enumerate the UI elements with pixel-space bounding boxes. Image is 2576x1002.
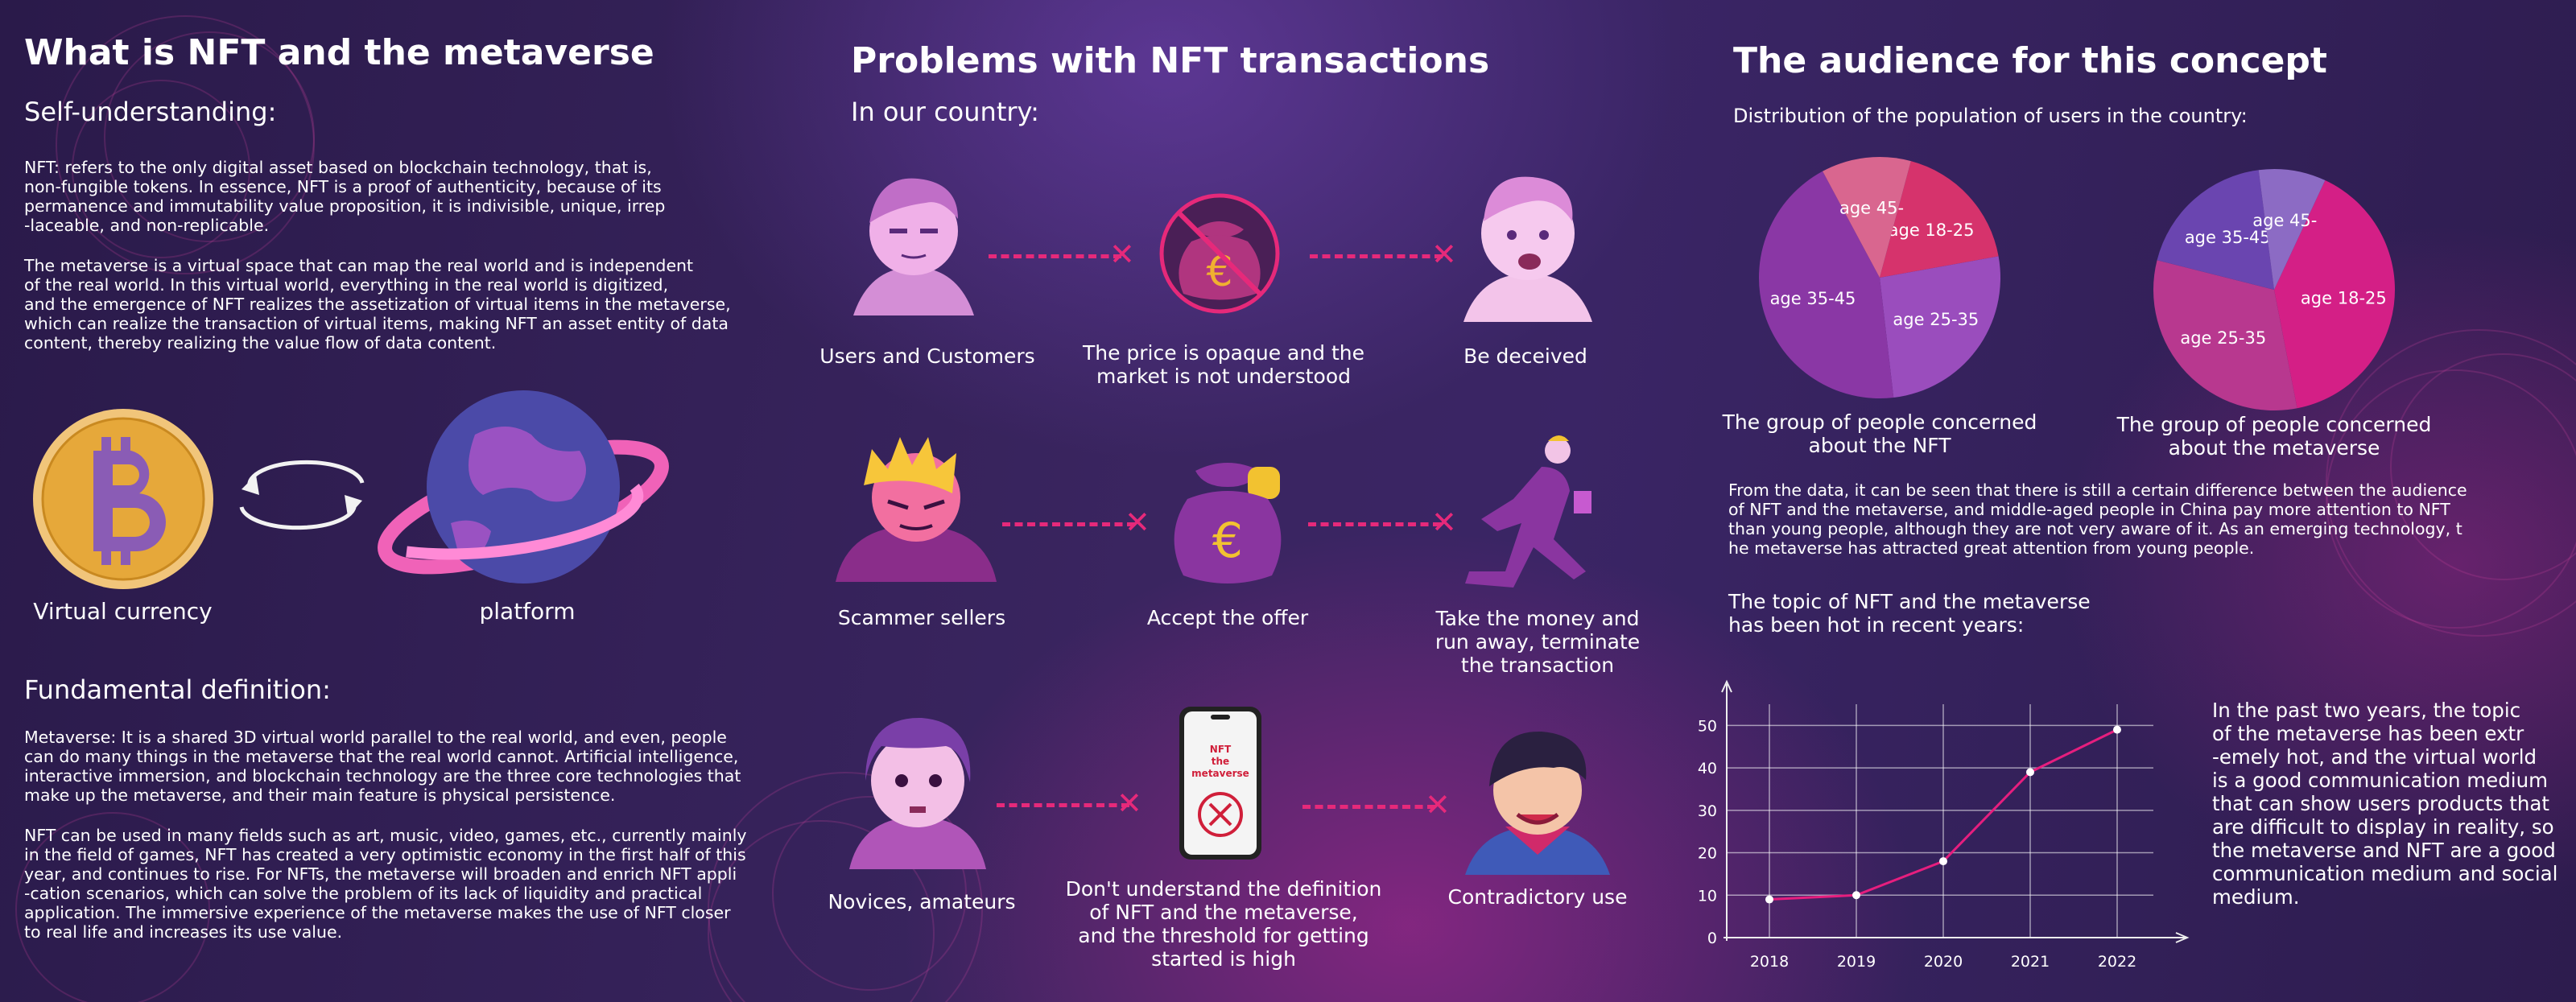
y-tick-label: 10 xyxy=(1698,887,1717,905)
data-point xyxy=(1765,895,1773,904)
chart-axis xyxy=(1721,679,1732,693)
pie-slice-label: age 35-45 xyxy=(2185,228,2271,247)
pie-slice-label: age 18-25 xyxy=(1889,221,1975,240)
cross-icon: ✕ xyxy=(1109,237,1135,272)
contradictory-character-icon xyxy=(1465,731,1610,875)
running-thief-icon xyxy=(1465,435,1591,588)
users-and-customers-label: Users and Customers xyxy=(819,344,1035,368)
planet-icon xyxy=(378,390,669,583)
virtual-currency-label: Virtual currency xyxy=(33,598,213,625)
novice-character-icon xyxy=(849,717,986,869)
customer-character-icon xyxy=(853,178,974,315)
pie-slice xyxy=(1880,256,2000,398)
price-opaque-label: The price is opaque and the market is no… xyxy=(1082,341,1365,388)
pie-slice-label: age 25-35 xyxy=(1893,310,1979,329)
pie-slice xyxy=(1880,161,1999,278)
cross-icon: ✕ xyxy=(1431,505,1457,540)
y-tick-label: 30 xyxy=(1698,802,1717,820)
platform-label: platform xyxy=(479,598,576,625)
side-description-text: In the past two years, the topic of the … xyxy=(2212,699,2558,909)
x-tick-label: 2020 xyxy=(1924,953,1963,971)
nft-audience-pie-chart: age 18-25 age 25-35 age 35-45 age 45- xyxy=(1759,157,2000,399)
scammer-character-icon xyxy=(836,437,997,582)
pie-slice xyxy=(1759,171,1894,399)
take-money-label: Take the money and run away, terminate t… xyxy=(1435,607,1641,677)
smartphone-icon: NFT the metaverse xyxy=(1179,707,1261,860)
novices-label: Novices, amateurs xyxy=(828,890,1016,913)
topic-heading: The topic of NFT and the metaverse has b… xyxy=(1728,590,2091,637)
phone-screen-text: NFT the metaverse xyxy=(1191,744,1249,779)
flow-connector xyxy=(989,254,1121,258)
dont-understand-label: Don't understand the definition of NFT a… xyxy=(1065,877,1382,971)
pie-slice-label: age 45- xyxy=(2252,211,2317,230)
flow-connector xyxy=(1002,522,1135,526)
middle-subtitle: In our country: xyxy=(851,97,1039,127)
phone-notch xyxy=(1211,715,1230,720)
nft-definition-text: NFT: refers to the only digital asset ba… xyxy=(24,158,666,235)
flow-connector xyxy=(1308,522,1441,526)
page-title-middle: Problems with NFT transactions xyxy=(851,40,1490,81)
fundamental-definition-heading: Fundamental definition: xyxy=(24,674,331,705)
nft-pie-caption: The group of people concerned about the … xyxy=(1722,410,2037,457)
data-point xyxy=(2026,768,2034,777)
x-tick-label: 2022 xyxy=(2098,953,2136,971)
analysis-text: From the data, it can be seen that there… xyxy=(1728,480,2467,558)
y-tick-label: 40 xyxy=(1698,760,1717,777)
scammer-sellers-label: Scammer sellers xyxy=(837,606,1006,629)
deceived-character-icon xyxy=(1463,176,1592,322)
money-bag-icon: € xyxy=(1174,463,1282,583)
y-tick-label: 50 xyxy=(1698,717,1717,735)
flow-connector xyxy=(1302,805,1435,809)
forbidden-icon xyxy=(1198,792,1243,837)
exchange-arrows-icon xyxy=(239,460,365,530)
pie-slice-label: age 35-45 xyxy=(1770,289,1856,308)
x-tick-label: 2019 xyxy=(1837,953,1876,971)
data-point xyxy=(1939,857,1947,866)
pie-slice xyxy=(2157,170,2274,290)
pie-slice-label: age 45- xyxy=(1839,199,1904,218)
pie-slice xyxy=(2258,169,2326,290)
x-tick-label: 2021 xyxy=(2011,953,2050,971)
euro-symbol: € xyxy=(1212,513,1243,569)
cross-icon: ✕ xyxy=(1117,786,1142,821)
pie-slice xyxy=(2153,260,2297,411)
contradictory-use-label: Contradictory use xyxy=(1447,885,1628,909)
data-point xyxy=(2113,725,2121,734)
bitcoin-icon xyxy=(33,409,213,589)
be-deceived-label: Be deceived xyxy=(1463,344,1587,368)
metaverse-definition-text: The metaverse is a virtual space that ca… xyxy=(24,256,731,353)
pie-slice xyxy=(2274,180,2395,409)
data-point xyxy=(1852,891,1860,900)
cross-icon: ✕ xyxy=(1425,787,1451,823)
y-tick-label: 20 xyxy=(1698,845,1717,863)
nft-usage-text: NFT can be used in many fields such as a… xyxy=(24,826,747,942)
metaverse-pie-caption: The group of people concerned about the … xyxy=(2116,413,2432,460)
distribution-label: Distribution of the population of users … xyxy=(1733,105,2248,127)
no-money-bag-icon: € xyxy=(1159,193,1280,314)
popularity-line-chart: 0 10 20 30 40 50 2018 2019 2020 2021 2022 xyxy=(1698,679,2190,971)
pie-slice-label: age 25-35 xyxy=(2180,328,2266,348)
y-tick-label: 0 xyxy=(1707,930,1717,947)
self-understanding-heading: Self-understanding: xyxy=(24,97,277,127)
chart-axis xyxy=(2175,932,2190,943)
flow-connector xyxy=(1310,254,1443,258)
pie-slice-label: age 18-25 xyxy=(2301,289,2387,308)
flow-connector xyxy=(997,803,1129,807)
pie-slice xyxy=(1823,157,1911,278)
accept-offer-label: Accept the offer xyxy=(1146,606,1309,629)
cross-icon: ✕ xyxy=(1431,237,1457,272)
cross-icon: ✕ xyxy=(1125,505,1150,540)
metaverse-fundamental-text: Metaverse: It is a shared 3D virtual wor… xyxy=(24,728,741,805)
page-title-left: What is NFT and the metaverse xyxy=(24,32,654,73)
x-tick-label: 2018 xyxy=(1750,953,1789,971)
page-title-right: The audience for this concept xyxy=(1733,40,2327,81)
